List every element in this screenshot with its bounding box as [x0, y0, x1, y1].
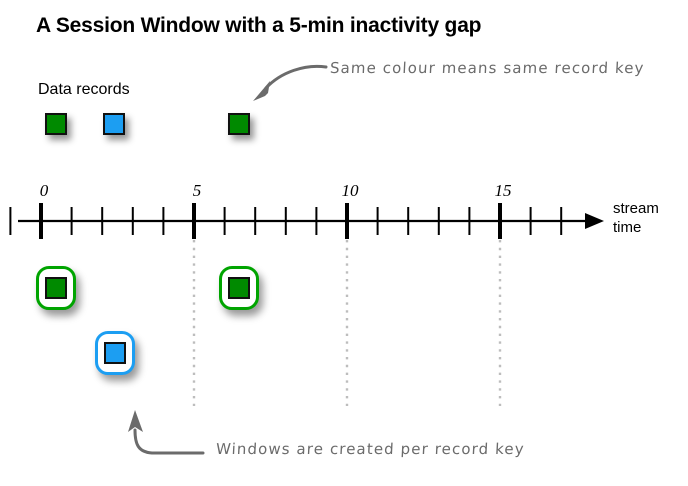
tick-label-10: 10 — [342, 181, 360, 200]
data-records-label: Data records — [38, 81, 130, 98]
window-record-green-1 — [45, 277, 67, 299]
session-window-green-2 — [219, 266, 259, 310]
session-window-green-1 — [36, 266, 76, 310]
window-record-green-2 — [228, 277, 250, 299]
axis-caption-line-2: time — [613, 219, 642, 236]
annotation-arrow-bottom — [133, 428, 205, 455]
axis-caption: stream time — [613, 199, 659, 237]
tick-label-15: 15 — [495, 181, 512, 200]
window-record-blue-1 — [104, 342, 126, 364]
session-window-blue-1 — [95, 331, 135, 375]
data-record-green-1 — [45, 113, 67, 135]
page-title: A Session Window with a 5-min inactivity… — [36, 14, 482, 37]
axis-caption-line-1: stream — [613, 200, 659, 217]
data-record-green-2 — [228, 113, 250, 135]
annotation-arrow-bottom-head — [128, 410, 143, 432]
data-record-blue-1 — [103, 113, 125, 135]
annotation-arrow-top — [264, 64, 328, 90]
axis-arrow-head — [585, 213, 604, 229]
tick-label-5: 5 — [193, 181, 202, 200]
tick-label-0: 0 — [40, 181, 49, 200]
annotation-arrow-top-head — [253, 81, 270, 101]
